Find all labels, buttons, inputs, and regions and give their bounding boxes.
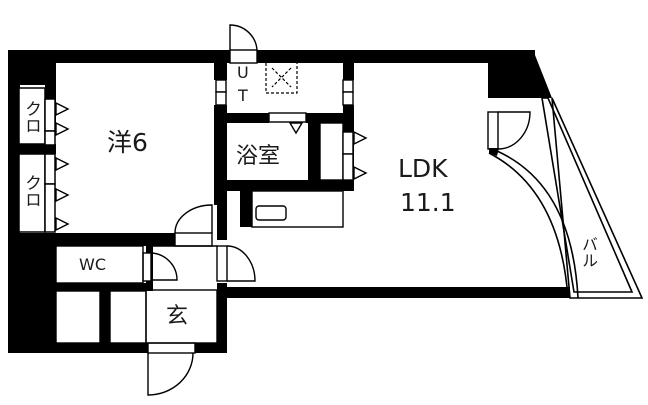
closets — [18, 87, 56, 233]
closet-2-label: クロ — [21, 174, 41, 208]
walls — [8, 50, 570, 353]
ldk-label: LDK — [398, 154, 448, 183]
entrance-label: 玄 — [166, 304, 189, 329]
ldk-size: 11.1 — [400, 188, 456, 217]
door-swings — [147, 24, 531, 396]
western-room-label: 洋6 — [107, 128, 148, 157]
utility-label-t: T — [238, 86, 248, 105]
balcony — [488, 97, 644, 299]
toilet-label: WC — [79, 255, 106, 274]
bathroom-label: 浴室 — [236, 144, 281, 169]
balcony-label: バル — [579, 236, 598, 268]
utility-label-u: U — [237, 63, 249, 82]
door-triangles — [55, 101, 368, 232]
washer-space — [265, 61, 298, 94]
door-frames — [142, 49, 499, 354]
room-lines — [55, 245, 218, 344]
closet-1-label: クロ — [21, 100, 41, 134]
